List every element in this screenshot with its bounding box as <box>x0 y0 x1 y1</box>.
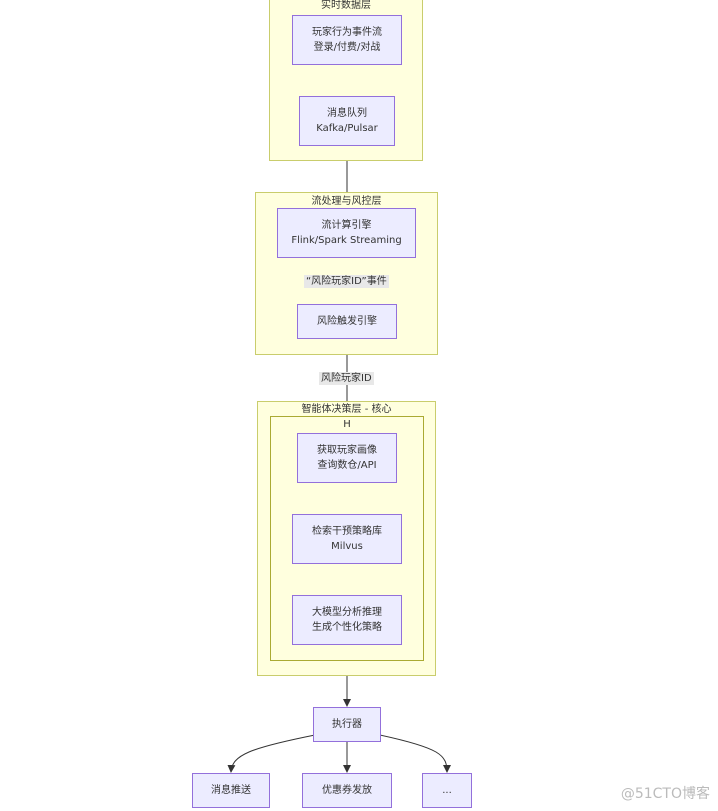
watermark: @51CTO博客 <box>620 786 710 802</box>
node-line: 流计算引擎 <box>321 220 372 231</box>
node-line: Kafka/Pulsar <box>316 123 378 134</box>
edge-executor-to-more <box>379 734 451 773</box>
node-line: 检索干预策略库 <box>312 526 382 537</box>
node-message-push[interactable]: 消息推送 <box>192 773 270 808</box>
node-line: 消息推送 <box>211 785 251 796</box>
node-player-events[interactable]: 玩家行为事件流 登录/付费/对战 <box>292 15 402 65</box>
node-line: 风险触发引擎 <box>317 316 377 327</box>
node-llm-reasoning[interactable]: 大模型分析推理 生成个性化策略 <box>292 595 402 645</box>
node-line: 生成个性化策略 <box>312 622 382 633</box>
cluster-title: 智能体决策层 - 核心 <box>301 404 392 415</box>
node-line: 获取玩家画像 <box>317 445 377 456</box>
node-coupon[interactable]: 优惠券发放 <box>302 773 392 808</box>
node-line: 查询数仓/API <box>317 460 377 471</box>
node-line: 消息队列 <box>327 108 367 119</box>
edge-label-risk-id: 风险玩家ID <box>319 372 374 385</box>
node-get-profile[interactable]: 获取玩家画像 查询数仓/API <box>297 433 397 483</box>
node-line: 玩家行为事件流 <box>312 27 382 38</box>
node-more[interactable]: ... <box>422 773 472 808</box>
node-risk-trigger[interactable]: 风险触发引擎 <box>297 304 397 339</box>
node-line: 优惠券发放 <box>322 785 372 796</box>
node-line: 执行器 <box>332 719 362 730</box>
cluster-title: 流处理与风控层 <box>311 196 382 207</box>
node-executor[interactable]: 执行器 <box>313 707 381 742</box>
cluster-title: 实时数据层 <box>321 0 371 11</box>
edge-executor-to-push <box>227 734 316 773</box>
node-stream-engine[interactable]: 流计算引擎 Flink/Spark Streaming <box>277 208 416 258</box>
node-line: 大模型分析推理 <box>312 607 382 618</box>
node-line: 登录/付费/对战 <box>313 42 381 53</box>
node-line: Milvus <box>331 541 363 552</box>
node-retrieve-strategy[interactable]: 检索干预策略库 Milvus <box>292 514 402 564</box>
node-message-queue[interactable]: 消息队列 Kafka/Pulsar <box>299 96 395 146</box>
cluster-title: H <box>343 419 351 430</box>
node-line: Flink/Spark Streaming <box>291 235 402 246</box>
edge-label-risk-event: “风险玩家ID”事件 <box>304 275 389 288</box>
node-line: ... <box>442 785 452 796</box>
